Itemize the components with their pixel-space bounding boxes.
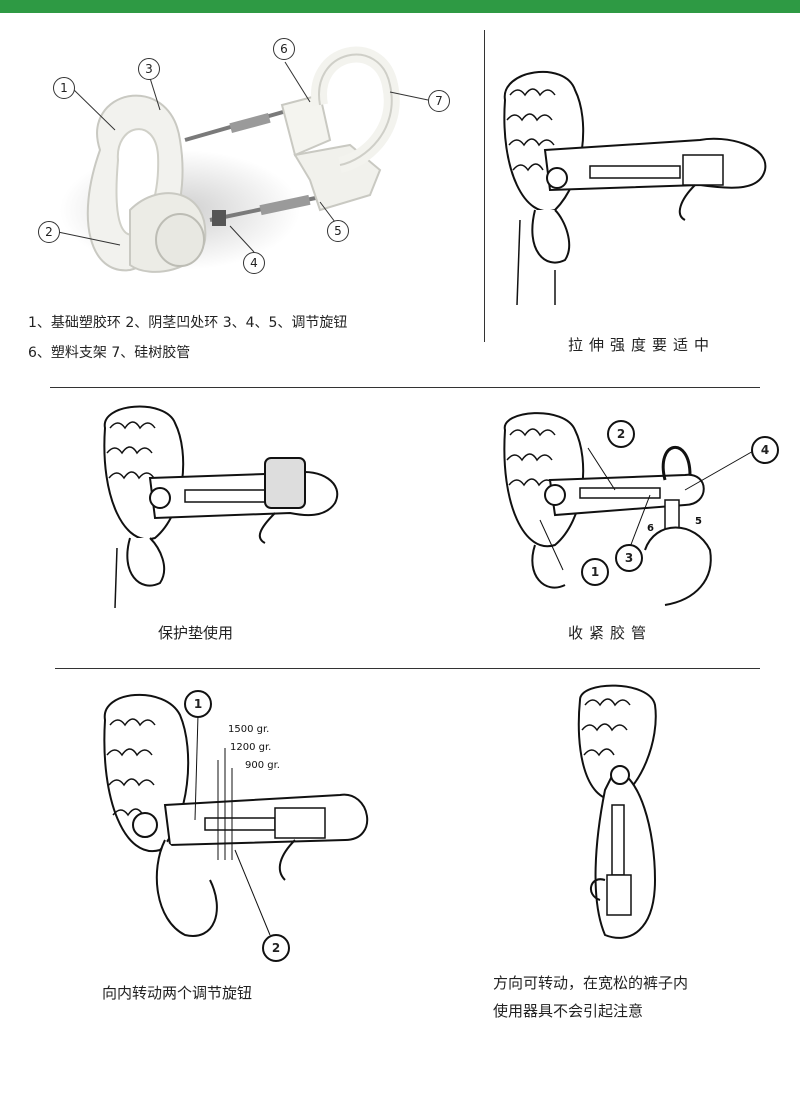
parts-legend-line-1: 1、基础塑胶环 2、阴茎凹处环 3、4、5、调节旋钮 xyxy=(28,315,348,331)
tube-number-5: 5 xyxy=(695,516,702,527)
direction-line-drawing xyxy=(577,684,657,939)
parts-legend-line-2: 6、塑料支架 7、硅树胶管 xyxy=(28,345,191,361)
tube-callout-3: 3 xyxy=(615,544,643,572)
adjust-illustration-panel: 1 2 1500 gr. 1200 gr. 900 gr. xyxy=(95,680,395,962)
tube-callout-2: 2 xyxy=(607,420,635,448)
product-photo-panel: 1 3 2 4 5 6 7 xyxy=(20,30,470,310)
stretch-illustration-panel xyxy=(495,60,785,310)
weight-1200: 1200 gr. xyxy=(230,742,272,753)
direction-caption-line-2: 使用器具不会引起注意 xyxy=(493,1002,644,1020)
horizontal-divider-1 xyxy=(50,387,760,388)
adjust-callout-2: 2 xyxy=(262,934,290,962)
tube-line-drawing xyxy=(503,412,756,606)
pad-caption: 保护垫使用 xyxy=(158,624,234,642)
adjust-caption: 向内转动两个调节旋钮 xyxy=(102,984,253,1002)
weight-900: 900 gr. xyxy=(245,760,280,771)
callout-3: 3 xyxy=(138,58,160,80)
callout-7: 7 xyxy=(428,90,450,112)
direction-caption-line-1: 方向可转动，在宽松的裤子内 xyxy=(493,974,689,992)
adjust-line-drawing xyxy=(103,694,369,937)
device-photo-illustration xyxy=(57,46,429,273)
pad-line-drawing xyxy=(103,405,339,609)
vertical-divider xyxy=(484,30,485,342)
horizontal-divider-2 xyxy=(55,668,760,669)
top-color-bar xyxy=(0,0,800,13)
callout-5: 5 xyxy=(327,220,349,242)
callout-6: 6 xyxy=(273,38,295,60)
tube-callout-4: 4 xyxy=(751,436,779,464)
tube-illustration-panel: 2 1 3 4 6 5 xyxy=(495,410,785,610)
callout-2: 2 xyxy=(38,221,60,243)
tube-number-6: 6 xyxy=(647,523,654,534)
tube-caption: 收紧胶管 xyxy=(568,624,653,642)
weight-1500: 1500 gr. xyxy=(228,724,270,735)
callout-4: 4 xyxy=(243,252,265,274)
pad-illustration-panel xyxy=(95,398,355,610)
tube-callout-1: 1 xyxy=(581,558,609,586)
direction-illustration-panel xyxy=(560,680,680,950)
stretch-line-drawing xyxy=(503,70,767,306)
callout-1: 1 xyxy=(53,77,75,99)
adjust-callout-1: 1 xyxy=(184,690,212,718)
stretch-caption: 拉伸强度要适中 xyxy=(568,336,716,354)
